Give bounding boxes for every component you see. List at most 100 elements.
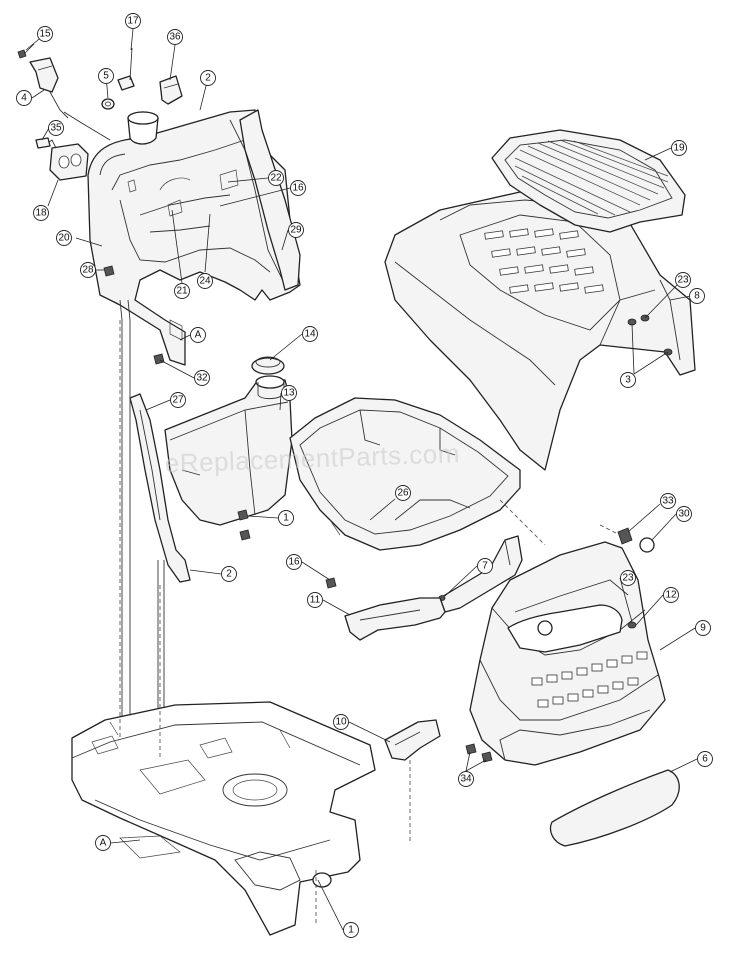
callout-2-top[interactable]: 2 xyxy=(200,70,216,86)
callout-label: 33 xyxy=(662,496,674,507)
callout-24[interactable]: 24 xyxy=(197,273,213,289)
callout-label: 29 xyxy=(290,225,302,236)
callout-7[interactable]: 7 xyxy=(477,558,493,574)
callout-21[interactable]: 21 xyxy=(174,283,190,299)
callout-34[interactable]: 34 xyxy=(458,771,474,787)
fuel-cap-part-14 xyxy=(251,356,285,375)
clip-part-35 xyxy=(35,137,51,149)
callout-label: 7 xyxy=(482,561,488,572)
callout-28[interactable]: 28 xyxy=(80,262,96,278)
ignition-switch-part-36 xyxy=(159,75,183,105)
callout-A-bottom[interactable]: A xyxy=(95,835,111,851)
callout-label: 4 xyxy=(21,93,27,104)
callout-label: 1 xyxy=(348,925,354,936)
callout-14[interactable]: 14 xyxy=(302,326,318,342)
callout-label: 15 xyxy=(39,29,51,40)
callout-30[interactable]: 30 xyxy=(676,506,692,522)
fuel-tank-tray-part-26 xyxy=(289,397,521,551)
callout-36[interactable]: 36 xyxy=(167,29,183,45)
callout-15[interactable]: 15 xyxy=(37,26,53,42)
callout-1-bottom[interactable]: 1 xyxy=(343,922,359,938)
headlight-part-12 xyxy=(537,620,637,636)
callout-13[interactable]: 13 xyxy=(281,385,297,401)
nut-part-5 xyxy=(101,98,115,110)
callout-17[interactable]: 17 xyxy=(125,13,141,29)
callout-10[interactable]: 10 xyxy=(333,714,349,730)
callout-8[interactable]: 8 xyxy=(689,288,705,304)
callout-3[interactable]: 3 xyxy=(620,372,636,388)
callout-label: 35 xyxy=(50,123,62,134)
callout-18[interactable]: 18 xyxy=(33,205,49,221)
lens-part-6 xyxy=(549,769,680,847)
steering-column-pipe xyxy=(127,111,159,145)
screw-part-32 xyxy=(153,353,165,365)
callout-6[interactable]: 6 xyxy=(697,751,713,767)
callout-label: 21 xyxy=(176,286,188,297)
callout-label: 8 xyxy=(694,291,700,302)
callout-label: 36 xyxy=(169,32,181,43)
callout-label: 12 xyxy=(665,590,677,601)
callout-23-grille[interactable]: 23 xyxy=(620,570,636,586)
callout-label: 30 xyxy=(678,509,690,520)
callout-16-mid[interactable]: 16 xyxy=(286,554,302,570)
callout-32[interactable]: 32 xyxy=(194,370,210,386)
callout-35[interactable]: 35 xyxy=(48,120,64,136)
callout-label: 17 xyxy=(127,16,139,27)
callout-1-mid[interactable]: 1 xyxy=(278,510,294,526)
tank-bracket-part-27 xyxy=(129,393,191,583)
callout-16-top[interactable]: 16 xyxy=(290,180,306,196)
screw-part-28 xyxy=(96,265,115,277)
callout-label: 11 xyxy=(310,595,321,606)
callout-label: 16 xyxy=(288,557,300,568)
callout-label: 3 xyxy=(625,375,631,386)
key-part-17 xyxy=(117,47,135,91)
callout-20[interactable]: 20 xyxy=(56,230,72,246)
bracket-part-10 xyxy=(384,719,441,761)
callout-27[interactable]: 27 xyxy=(170,392,186,408)
callout-12[interactable]: 12 xyxy=(663,587,679,603)
callout-33[interactable]: 33 xyxy=(660,493,676,509)
headlight-switch-part-18 xyxy=(39,139,89,181)
screws-part-34 xyxy=(465,743,493,763)
callout-label: A xyxy=(100,838,107,849)
callout-label: A xyxy=(195,330,202,341)
grille-insert-part-19 xyxy=(491,129,686,233)
callout-label: 23 xyxy=(677,275,689,286)
callout-26[interactable]: 26 xyxy=(395,485,411,501)
dash-panel-part-20 xyxy=(87,109,301,366)
screw-part-16 xyxy=(325,577,337,589)
callout-label: 34 xyxy=(460,774,472,785)
callout-4[interactable]: 4 xyxy=(16,90,32,106)
callout-11[interactable]: 11 xyxy=(307,592,323,608)
grille-part-9 xyxy=(469,541,666,766)
callout-label: 13 xyxy=(283,388,295,399)
grille-openings xyxy=(531,651,648,708)
callout-label: 6 xyxy=(702,754,708,765)
callout-5[interactable]: 5 xyxy=(98,68,114,84)
callout-label: 28 xyxy=(82,265,94,276)
callout-label: 14 xyxy=(304,329,316,340)
callout-label: 9 xyxy=(700,623,706,634)
callout-22[interactable]: 22 xyxy=(268,170,284,186)
callout-19[interactable]: 19 xyxy=(671,140,687,156)
callout-label: 20 xyxy=(58,233,70,244)
leader-lines xyxy=(25,28,698,931)
callout-29[interactable]: 29 xyxy=(288,222,304,238)
callout-label: 2 xyxy=(205,73,211,84)
bulb-part-30 xyxy=(617,527,655,553)
hood-vent-slots xyxy=(484,228,604,294)
frame-deck xyxy=(71,701,376,936)
bracket-part-7 xyxy=(438,535,523,613)
callout-23-hood[interactable]: 23 xyxy=(675,272,691,288)
callout-2-mid[interactable]: 2 xyxy=(221,566,237,582)
fuel-tank-part-13 xyxy=(164,375,293,526)
fastener-part-15 xyxy=(17,43,35,59)
callout-label: 32 xyxy=(196,373,208,384)
callout-label: 22 xyxy=(270,173,282,184)
callout-label: 2 xyxy=(226,569,232,580)
callout-label: 18 xyxy=(35,208,47,219)
callout-A-top[interactable]: A xyxy=(190,327,206,343)
callout-label: 16 xyxy=(292,183,304,194)
callout-9[interactable]: 9 xyxy=(695,620,711,636)
